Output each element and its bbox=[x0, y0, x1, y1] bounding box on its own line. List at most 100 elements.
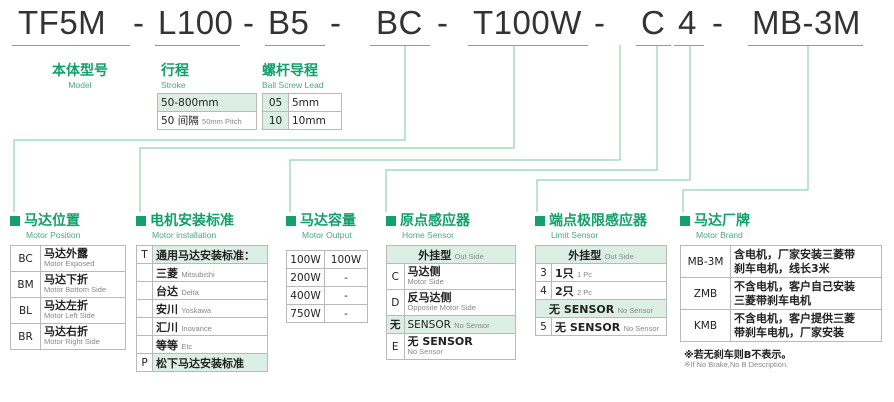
section-marker bbox=[286, 216, 296, 226]
brand-text-line: 带刹车电机，厂家安装 bbox=[734, 325, 844, 339]
install-en: Delta bbox=[181, 287, 199, 297]
position-code: BR bbox=[10, 323, 41, 350]
table-row: 无 SENSOR No Sensor bbox=[535, 299, 667, 318]
install-cn: 等等 bbox=[156, 338, 178, 352]
code-segment-limit: 4 bbox=[678, 4, 697, 41]
table-row: 4 2只 2 Pc bbox=[535, 281, 667, 300]
position-code: BC bbox=[10, 245, 41, 272]
position-cn: 马达左折 bbox=[44, 298, 88, 312]
install-code bbox=[136, 281, 153, 300]
table-row: 等等 Etc bbox=[136, 335, 268, 354]
motor-brand-title: 马达厂牌 bbox=[694, 213, 750, 229]
code-underline bbox=[370, 45, 430, 46]
lead-value: 10mm bbox=[288, 111, 342, 130]
install-en: Yoskawa bbox=[181, 305, 212, 315]
stroke-subtitle: Stroke bbox=[161, 80, 186, 90]
connector-motor-installation bbox=[139, 45, 515, 212]
limit-cn: 无 SENSOR bbox=[549, 302, 615, 316]
position-cn: 马达外露 bbox=[44, 246, 88, 260]
home-sensor-title: 原点感应器 bbox=[400, 213, 470, 229]
lead-table: 05 5mm 10 10mm bbox=[262, 93, 342, 130]
code-segment-stroke: L100 bbox=[158, 4, 234, 41]
code-underline bbox=[265, 45, 325, 46]
limit-sensor-label: 端点极限感应器 Limit Sensor bbox=[535, 210, 647, 240]
table-row: 10 10mm bbox=[262, 111, 342, 130]
install-cn: 三菱 bbox=[156, 266, 178, 280]
home-cn: 外挂型 bbox=[418, 248, 452, 262]
code-underline bbox=[636, 45, 671, 46]
limit-sensor-subtitle: Limit Sensor bbox=[551, 230, 599, 240]
lead-value: 5mm bbox=[288, 93, 342, 112]
code-sep: - bbox=[712, 4, 724, 41]
output-code: 200W bbox=[286, 268, 325, 287]
limit-sensor-title: 端点极限感应器 bbox=[549, 213, 647, 229]
output-value: - bbox=[324, 286, 368, 305]
limit-code: 4 bbox=[535, 281, 552, 300]
lead-label: 螺杆导程 Ball Screw Lead bbox=[262, 60, 323, 90]
limit-code: 3 bbox=[535, 263, 552, 282]
table-row: 台达 Delta bbox=[136, 281, 268, 300]
connector-motor-output bbox=[289, 45, 621, 212]
stroke-pitch: 50 间隔 50mm Pitch bbox=[157, 111, 257, 130]
code-sep: - bbox=[243, 4, 255, 41]
stroke-table: 50-800mm 50 间隔 50mm Pitch bbox=[157, 93, 257, 130]
code-segment-lead: B5 bbox=[268, 4, 310, 41]
home-cn: SENSOR bbox=[407, 318, 451, 331]
position-code: BM bbox=[10, 271, 41, 298]
home-cn: 无 SENSOR bbox=[407, 334, 473, 348]
position-en: Motor Left Side bbox=[44, 310, 95, 320]
home-en: Out Side bbox=[454, 251, 484, 261]
table-row: 100W 100W bbox=[286, 250, 368, 269]
table-row: 外挂型 Out Side bbox=[535, 245, 667, 264]
home-en: No Sensor bbox=[407, 346, 443, 356]
table-row: 三菱 Mitsubishi bbox=[136, 263, 268, 282]
lead-code: 10 bbox=[262, 111, 289, 130]
limit-cn: 外挂型 bbox=[568, 248, 602, 262]
brand-code: KMB bbox=[680, 309, 731, 342]
code-sep: - bbox=[330, 4, 342, 41]
table-row: 无 SENSOR No Sensor bbox=[386, 315, 516, 334]
limit-en: 2 Pc bbox=[577, 287, 593, 297]
brand-code: MB-3M bbox=[680, 245, 731, 278]
home-en: Opposite Motor Side bbox=[407, 302, 476, 312]
motor-output-subtitle: Motor Output bbox=[302, 230, 352, 240]
home-cn: 马达侧 bbox=[407, 264, 441, 278]
brand-code: ZMB bbox=[680, 277, 731, 310]
output-code: 100W bbox=[286, 250, 325, 269]
home-en: No Sensor bbox=[454, 320, 490, 330]
connector-limit-sensor bbox=[536, 45, 691, 212]
motor-output-title: 马达容量 bbox=[300, 213, 356, 229]
home-sensor-label: 原点感应器 Home Sensor bbox=[386, 210, 470, 240]
home-cn: 反马达侧 bbox=[407, 290, 452, 304]
output-value: 100W bbox=[324, 250, 368, 269]
code-underline bbox=[12, 45, 130, 46]
section-marker bbox=[10, 216, 20, 226]
limit-en: Out Side bbox=[604, 251, 634, 261]
table-row: KMB 不含电机，客户提供三菱带刹车电机，厂家安装 bbox=[680, 309, 882, 342]
motor-installation-label: 电机安装标准 Motor installation bbox=[136, 210, 234, 240]
motor-output-label: 马达容量 Motor Output bbox=[286, 210, 356, 240]
section-marker bbox=[535, 216, 545, 226]
model-label: 本体型号 Model bbox=[45, 60, 115, 90]
code-segment-output: T100W bbox=[473, 4, 582, 41]
install-en: Etc bbox=[181, 341, 193, 351]
brake-note-en: ※If No Brake,No B Description. bbox=[684, 360, 789, 369]
install-code bbox=[136, 263, 153, 282]
install-cn: 松下马达安装标准 bbox=[156, 356, 244, 370]
connector-motor-brand bbox=[682, 45, 809, 212]
model-subtitle: Model bbox=[68, 80, 92, 90]
table-row: T 通用马达安装标准： bbox=[136, 245, 268, 264]
table-row: 3 1只 1 Pc bbox=[535, 263, 667, 282]
position-en: Motor Exposed bbox=[44, 258, 95, 268]
limit-en: No Sensor bbox=[623, 323, 659, 333]
motor-installation-subtitle: Motor installation bbox=[152, 230, 217, 240]
brand-text-line: 不含电机，客户自己安装 bbox=[734, 279, 855, 293]
